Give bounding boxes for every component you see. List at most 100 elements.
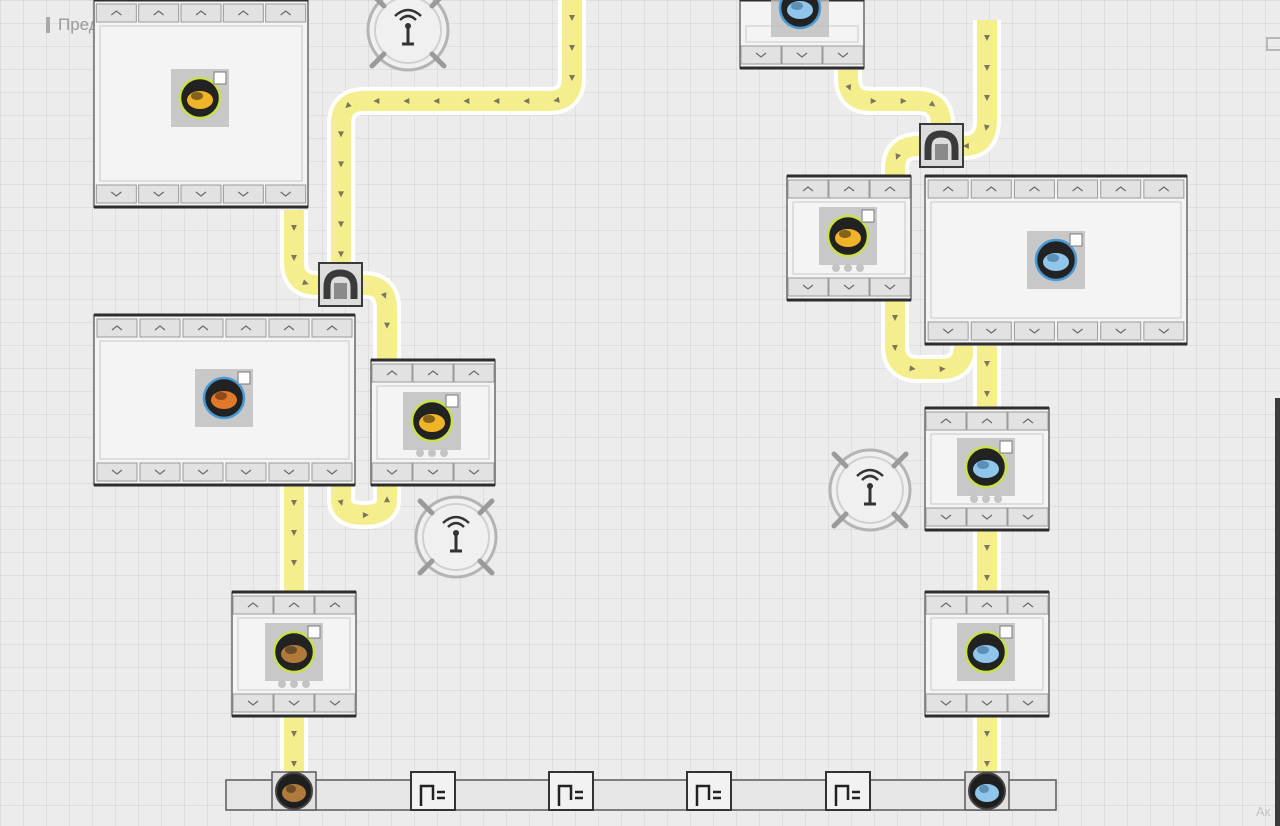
machine-port[interactable] — [740, 45, 782, 65]
conveyor-bridge-left[interactable] — [318, 262, 363, 307]
swap-icon[interactable] — [307, 625, 321, 639]
machine-port[interactable] — [869, 277, 911, 297]
machine-port[interactable] — [139, 318, 181, 338]
swap-icon[interactable] — [1069, 233, 1083, 247]
machine-port[interactable] — [787, 277, 829, 297]
machine-port[interactable] — [927, 321, 969, 341]
machine-port[interactable] — [268, 318, 310, 338]
relay-tower-middle[interactable] — [414, 495, 498, 579]
swap-icon[interactable] — [213, 71, 227, 85]
machine-port[interactable] — [781, 45, 823, 65]
relay-tower-right[interactable] — [828, 448, 912, 532]
machine-port[interactable] — [1013, 321, 1055, 341]
swap-icon[interactable] — [999, 625, 1013, 639]
machine-port[interactable] — [412, 363, 454, 383]
chevron-down-icon — [386, 469, 398, 475]
machine-top-center[interactable] — [739, 0, 865, 70]
machine-port[interactable] — [96, 318, 138, 338]
machine-port[interactable] — [453, 363, 495, 383]
machine-port[interactable] — [412, 462, 454, 482]
machine-right-mid[interactable] — [924, 406, 1050, 532]
machine-port[interactable] — [95, 3, 137, 23]
machine-port[interactable] — [232, 693, 274, 713]
side-panel-tab[interactable] — [1266, 37, 1280, 51]
machine-port[interactable] — [371, 363, 413, 383]
swap-icon[interactable] — [999, 440, 1013, 454]
machine-port[interactable] — [966, 595, 1008, 615]
swap-icon[interactable] — [861, 209, 875, 223]
machine-mid-small[interactable] — [370, 358, 496, 487]
machine-port[interactable] — [273, 595, 315, 615]
machine-port[interactable] — [1007, 595, 1049, 615]
machine-port[interactable] — [828, 179, 870, 199]
machine-port[interactable] — [1007, 507, 1049, 527]
machine-port[interactable] — [268, 462, 310, 482]
machine-port[interactable] — [1100, 321, 1142, 341]
machine-port[interactable] — [970, 321, 1012, 341]
machine-port[interactable] — [925, 507, 967, 527]
machine-port[interactable] — [96, 462, 138, 482]
bus-slot-7[interactable] — [964, 771, 1010, 811]
machine-bottom-left[interactable] — [231, 590, 357, 718]
conveyor-bridge-right[interactable] — [919, 123, 964, 168]
machine-port[interactable] — [371, 462, 413, 482]
machine-port[interactable] — [180, 3, 222, 23]
machine-port[interactable] — [222, 184, 264, 204]
machine-port[interactable] — [1057, 321, 1099, 341]
machine-port[interactable] — [314, 693, 356, 713]
machine-port[interactable] — [222, 3, 264, 23]
machine-port[interactable] — [314, 595, 356, 615]
machine-port[interactable] — [265, 184, 307, 204]
machine-port[interactable] — [1100, 179, 1142, 199]
machine-bottom-right[interactable] — [924, 590, 1050, 718]
machine-port[interactable] — [1007, 693, 1049, 713]
machine-port[interactable] — [1143, 179, 1185, 199]
machine-port[interactable] — [927, 179, 969, 199]
machine-right-small[interactable] — [786, 174, 912, 302]
swap-icon[interactable] — [237, 371, 251, 385]
bus-slot-2[interactable] — [410, 0, 456, 811]
machine-port[interactable] — [1007, 411, 1049, 431]
machine-port[interactable] — [225, 318, 267, 338]
machine-port[interactable] — [138, 3, 180, 23]
bus-slot-1[interactable] — [271, 771, 317, 811]
machine-port[interactable] — [966, 507, 1008, 527]
machine-port[interactable] — [273, 693, 315, 713]
machine-port[interactable] — [182, 462, 224, 482]
bus-slot-4[interactable] — [686, 0, 732, 811]
machine-port[interactable] — [138, 184, 180, 204]
machine-top-left[interactable] — [93, 0, 309, 209]
bus-slot-3[interactable] — [548, 0, 594, 811]
machine-port[interactable] — [822, 45, 864, 65]
machine-port[interactable] — [265, 3, 307, 23]
machine-port[interactable] — [828, 277, 870, 297]
bus-slot-5[interactable] — [825, 0, 871, 811]
machine-port[interactable] — [787, 179, 829, 199]
swap-icon[interactable] — [445, 394, 459, 408]
belt-right-curve — [834, 64, 955, 146]
machine-port[interactable] — [966, 411, 1008, 431]
machine-port[interactable] — [95, 184, 137, 204]
machine-port[interactable] — [1013, 179, 1055, 199]
machine-port[interactable] — [182, 318, 224, 338]
machine-port[interactable] — [1057, 179, 1099, 199]
machine-port[interactable] — [180, 184, 222, 204]
machine-mid-left[interactable] — [93, 313, 356, 487]
scrollbar[interactable] — [1275, 398, 1280, 826]
machine-port[interactable] — [311, 462, 353, 482]
machine-port[interactable] — [966, 693, 1008, 713]
machine-port[interactable] — [139, 462, 181, 482]
machine-port[interactable] — [1143, 321, 1185, 341]
machine-port[interactable] — [925, 595, 967, 615]
machine-port[interactable] — [925, 411, 967, 431]
machine-port[interactable] — [232, 595, 274, 615]
machine-port[interactable] — [453, 462, 495, 482]
machine-port[interactable] — [869, 179, 911, 199]
machine-port[interactable] — [925, 693, 967, 713]
machine-port[interactable] — [970, 179, 1012, 199]
relay-tower-top[interactable] — [366, 0, 450, 72]
machine-port[interactable] — [225, 462, 267, 482]
machine-right-large[interactable] — [924, 174, 1188, 346]
machine-port[interactable] — [311, 318, 353, 338]
